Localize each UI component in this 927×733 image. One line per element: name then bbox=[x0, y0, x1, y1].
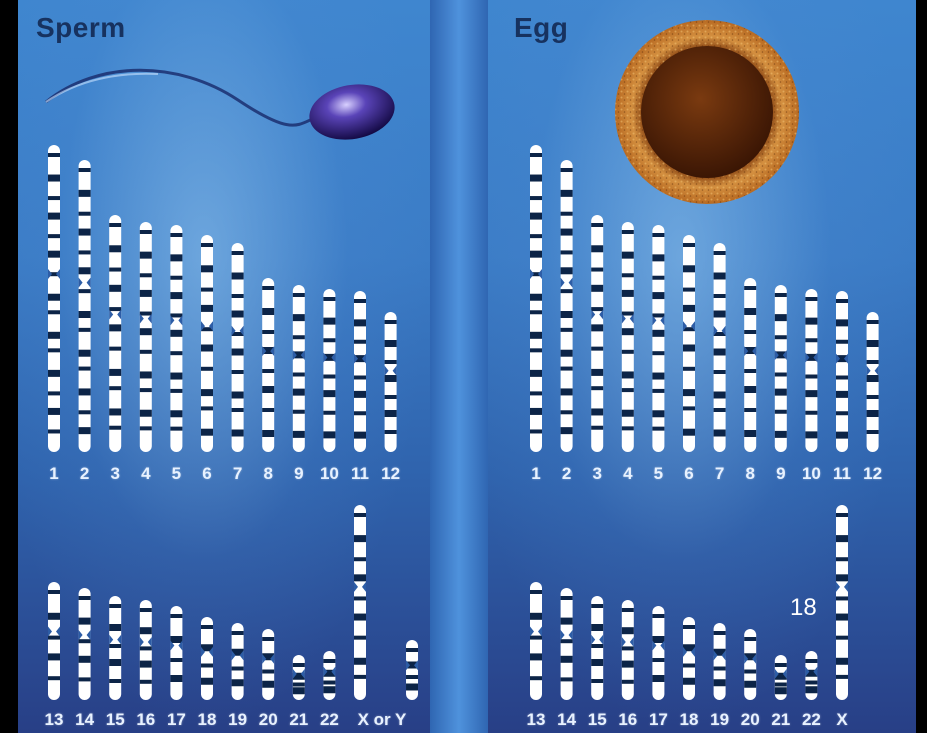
sperm-label-7: 7 bbox=[233, 464, 242, 484]
egg-label-1: 1 bbox=[531, 464, 540, 484]
egg-chromosome-x bbox=[836, 505, 848, 700]
egg-label-3: 3 bbox=[592, 464, 601, 484]
egg-chromosome-17 bbox=[652, 606, 664, 700]
sperm-chromosome-21 bbox=[293, 655, 305, 700]
egg-label-x: X bbox=[836, 710, 847, 730]
sperm-chromosome-2 bbox=[79, 160, 91, 452]
egg-chromosome-6 bbox=[683, 235, 695, 452]
egg-label-14: 14 bbox=[557, 710, 576, 730]
egg-label-20: 20 bbox=[741, 710, 760, 730]
egg-label-21: 21 bbox=[771, 710, 790, 730]
sperm-label-14: 14 bbox=[75, 710, 94, 730]
egg-chromosome-13 bbox=[530, 582, 542, 700]
slide-number: 18 bbox=[790, 594, 817, 622]
egg-chromosome-5 bbox=[652, 225, 664, 452]
egg-chromosome-3 bbox=[591, 215, 603, 452]
sperm-chromosome-4 bbox=[140, 222, 152, 452]
egg-label-16: 16 bbox=[618, 710, 637, 730]
sperm-chromosome-10 bbox=[323, 289, 335, 452]
sperm-chromosome-3 bbox=[109, 215, 121, 452]
egg-label-17: 17 bbox=[649, 710, 668, 730]
egg-label-19: 19 bbox=[710, 710, 729, 730]
sperm-chromosome-20 bbox=[262, 629, 274, 700]
sperm-label-9: 9 bbox=[294, 464, 303, 484]
egg-label-8: 8 bbox=[745, 464, 754, 484]
sperm-chromosome-7 bbox=[232, 243, 244, 452]
egg-chromosome-16 bbox=[622, 600, 634, 700]
sperm-label-6: 6 bbox=[202, 464, 211, 484]
sperm-label-13: 13 bbox=[45, 710, 64, 730]
egg-chromosome-18 bbox=[683, 617, 695, 700]
egg-chromosome-10 bbox=[805, 289, 817, 452]
egg-chromosome-22 bbox=[805, 651, 817, 700]
egg-label-12: 12 bbox=[863, 464, 882, 484]
sperm-label-x-or-y: X or Y bbox=[358, 710, 407, 730]
sperm-chromosome-6 bbox=[201, 235, 213, 452]
egg-chromosome-8 bbox=[744, 278, 756, 452]
sperm-label-1: 1 bbox=[49, 464, 58, 484]
egg-chromosome-1 bbox=[530, 145, 542, 452]
sperm-label-5: 5 bbox=[172, 464, 181, 484]
egg-label-2: 2 bbox=[562, 464, 571, 484]
egg-chromosome-12 bbox=[867, 312, 879, 452]
sperm-chromosome-5 bbox=[170, 225, 182, 452]
sperm-chromosome-13 bbox=[48, 582, 60, 700]
egg-chromosome-11 bbox=[836, 291, 848, 452]
sperm-chromosome-18 bbox=[201, 617, 213, 700]
egg-label-9: 9 bbox=[776, 464, 785, 484]
sperm-label-15: 15 bbox=[106, 710, 125, 730]
sperm-label-11: 11 bbox=[351, 464, 369, 484]
sperm-label-12: 12 bbox=[381, 464, 400, 484]
sperm-chromosome-22 bbox=[323, 651, 335, 700]
sperm-label-17: 17 bbox=[167, 710, 186, 730]
egg-chromosome-21 bbox=[775, 655, 787, 700]
sperm-label-3: 3 bbox=[110, 464, 119, 484]
egg-label-10: 10 bbox=[802, 464, 821, 484]
egg-label-22: 22 bbox=[802, 710, 821, 730]
egg-label-18: 18 bbox=[680, 710, 699, 730]
egg-chromosome-7 bbox=[714, 243, 726, 452]
egg-label-6: 6 bbox=[684, 464, 693, 484]
sperm-label-8: 8 bbox=[263, 464, 272, 484]
sperm-label-22: 22 bbox=[320, 710, 339, 730]
egg-label-5: 5 bbox=[654, 464, 663, 484]
sperm-chromosome-11 bbox=[354, 291, 366, 452]
egg-chromosome-19 bbox=[714, 623, 726, 700]
sperm-label-20: 20 bbox=[259, 710, 278, 730]
sperm-label-18: 18 bbox=[198, 710, 217, 730]
sperm-label-10: 10 bbox=[320, 464, 339, 484]
sperm-label-19: 19 bbox=[228, 710, 247, 730]
egg-chromosome-20 bbox=[744, 629, 756, 700]
sperm-label-2: 2 bbox=[80, 464, 89, 484]
sperm-chromosome-9 bbox=[293, 285, 305, 452]
egg-label-11: 11 bbox=[833, 464, 851, 484]
egg-label-15: 15 bbox=[588, 710, 607, 730]
sperm-chromosome-x-or-y bbox=[354, 505, 366, 700]
sperm-chromosome-17 bbox=[170, 606, 182, 700]
sperm-chromosome-y bbox=[406, 640, 418, 700]
sperm-chromosome-19 bbox=[232, 623, 244, 700]
sperm-chromosome-8 bbox=[262, 278, 274, 452]
sperm-chromosome-16 bbox=[140, 600, 152, 700]
egg-chromosome-4 bbox=[622, 222, 634, 452]
egg-label-7: 7 bbox=[715, 464, 724, 484]
sperm-label-16: 16 bbox=[136, 710, 155, 730]
egg-chromosome-14 bbox=[561, 588, 573, 700]
egg-chromosome-15 bbox=[591, 596, 603, 700]
egg-label-13: 13 bbox=[527, 710, 546, 730]
sperm-chromosome-12 bbox=[385, 312, 397, 452]
egg-chromosome-2 bbox=[561, 160, 573, 452]
egg-label-4: 4 bbox=[623, 464, 632, 484]
sperm-chromosome-15 bbox=[109, 596, 121, 700]
egg-chromosome-9 bbox=[775, 285, 787, 452]
sperm-chromosome-14 bbox=[79, 588, 91, 700]
sperm-chromosome-1 bbox=[48, 145, 60, 452]
sperm-label-21: 21 bbox=[289, 710, 308, 730]
sperm-label-4: 4 bbox=[141, 464, 150, 484]
